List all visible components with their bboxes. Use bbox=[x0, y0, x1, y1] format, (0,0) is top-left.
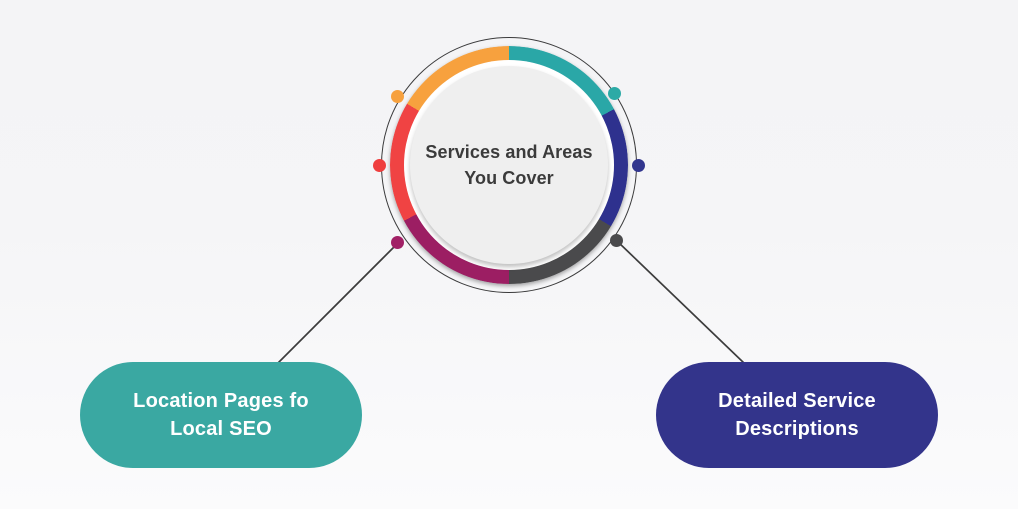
node-detailed-service: Detailed Service Descriptions bbox=[656, 362, 938, 468]
node-location-pages-line1: Location Pages fo bbox=[133, 390, 309, 412]
dot-navy bbox=[632, 159, 645, 172]
node-location-pages-line2: Local SEO bbox=[170, 418, 272, 440]
node-detailed-service-line2: Descriptions bbox=[735, 418, 859, 440]
node-location-pages: Location Pages fo Local SEO bbox=[80, 362, 362, 468]
hub-title-line1: Services and Areas bbox=[425, 142, 593, 162]
node-location-pages-label: Location Pages fo Local SEO bbox=[133, 387, 309, 443]
dot-teal bbox=[608, 87, 621, 100]
hub-title-line2: You Cover bbox=[464, 168, 554, 188]
dot-red bbox=[373, 159, 386, 172]
dot-orange bbox=[391, 90, 404, 103]
connector-right bbox=[616, 240, 746, 365]
node-detailed-service-label: Detailed Service Descriptions bbox=[718, 387, 876, 443]
connector-left bbox=[277, 241, 400, 364]
node-detailed-service-line1: Detailed Service bbox=[718, 390, 876, 412]
center-hub: Services and Areas You Cover bbox=[410, 66, 608, 264]
dot-magenta bbox=[391, 236, 404, 249]
hub-title: Services and Areas You Cover bbox=[425, 139, 592, 191]
dot-gray bbox=[610, 234, 623, 247]
